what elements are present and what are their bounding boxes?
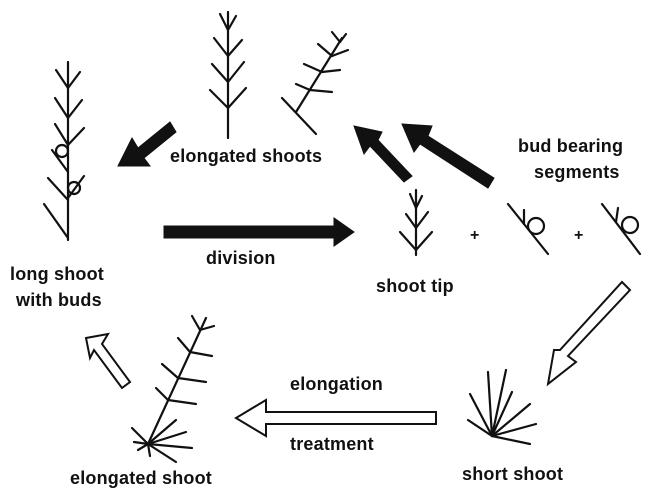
- bud-segment-2: [602, 204, 640, 254]
- bud-circle: [56, 145, 68, 157]
- arrow-segments-to-elongated: [402, 124, 494, 188]
- label-segments: segments: [534, 160, 620, 184]
- label-elongated-shoots: elongated shoots: [170, 144, 322, 168]
- elongated-shoot-upright: [210, 12, 246, 138]
- shoot-tip-fragment: [400, 190, 432, 255]
- bud-segment-1: [508, 204, 548, 254]
- arrow-elongation-treatment: [236, 400, 436, 436]
- label-division: division: [206, 246, 276, 270]
- arrow-tip-to-elongated: [354, 126, 412, 182]
- arrow-to-long-shoot-hollow: [86, 334, 130, 388]
- plus-sign-1: +: [470, 224, 480, 248]
- label-long-shoot: long shoot: [10, 262, 104, 286]
- label-short-shoot: short shoot: [462, 462, 563, 486]
- label-elongation: elongation: [290, 372, 383, 396]
- short-shoot-rosette: [468, 370, 536, 444]
- arrow-segments-to-short-shoot: [548, 282, 630, 384]
- plus-sign-2: +: [574, 224, 584, 248]
- elongated-shoot-leaning: [282, 32, 348, 134]
- bud-circle: [528, 218, 544, 234]
- label-treatment: treatment: [290, 432, 374, 456]
- bud-circle: [622, 217, 638, 233]
- arrow-division: [164, 218, 354, 246]
- label-bud-bearing: bud bearing: [518, 134, 623, 158]
- label-elongated-shoot: elongated shoot: [70, 466, 212, 490]
- label-shoot-tip: shoot tip: [376, 274, 454, 298]
- arrow-to-long-shoot: [118, 122, 176, 166]
- label-with-buds: with buds: [16, 288, 102, 312]
- long-shoot-with-buds: [44, 62, 84, 240]
- elongated-shoot-from-rosette: [132, 316, 214, 462]
